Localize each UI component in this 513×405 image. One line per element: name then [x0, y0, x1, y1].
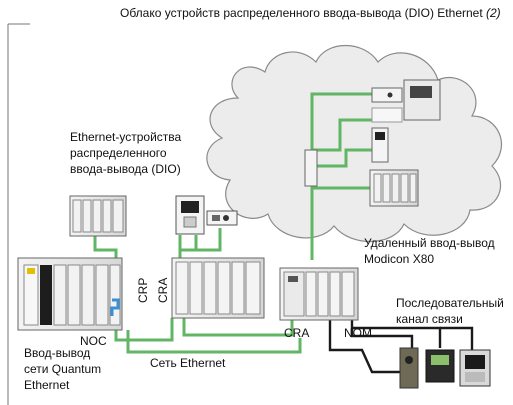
- dio-cloud: [206, 44, 503, 243]
- x80-rack: [279, 267, 359, 321]
- quantum-label-1: Ввод-вывод: [24, 346, 91, 360]
- quantum-label-2: сети Quantum: [24, 362, 102, 376]
- dio-devices-label-1: Ethernet-устройства: [70, 130, 182, 144]
- ethernet-links: [93, 92, 372, 354]
- serial-label-1: Последовательный: [396, 296, 504, 310]
- quantum-rack: [17, 257, 123, 331]
- serial-devices: [399, 347, 491, 389]
- cloud-devices: [304, 79, 441, 207]
- serial-links: [328, 318, 474, 374]
- noc-label: NOC: [80, 334, 107, 348]
- dio-drive: [175, 195, 205, 235]
- remote-io-label-2: Modicon X80: [364, 252, 435, 266]
- cloud-title-text: Облако устройств распределенного ввода-в…: [120, 6, 483, 20]
- dio-rack: [69, 195, 127, 237]
- cloud-title-note: (2): [486, 6, 501, 20]
- remote-io-label-1: Удаленный ввод-вывод: [364, 236, 495, 250]
- crp-label: CRP: [136, 277, 150, 303]
- nom-label: NOM: [344, 326, 372, 340]
- quantum-label-3: Ethernet: [24, 378, 70, 392]
- dio-devices-label-2: распределенного: [70, 146, 167, 160]
- ethernet-network-label: Сеть Ethernet: [150, 356, 226, 370]
- dio-small-device: [206, 210, 238, 226]
- cra-left-label: CRA: [156, 277, 170, 303]
- serial-label-2: канал связи: [396, 312, 463, 326]
- cra-right-label: CRA: [284, 326, 310, 340]
- dio-devices-label-3: ввода-вывода (DIO): [70, 162, 181, 176]
- middle-rack: [171, 257, 265, 319]
- cloud-title: Облако устройств распределенного ввода-в…: [120, 6, 501, 20]
